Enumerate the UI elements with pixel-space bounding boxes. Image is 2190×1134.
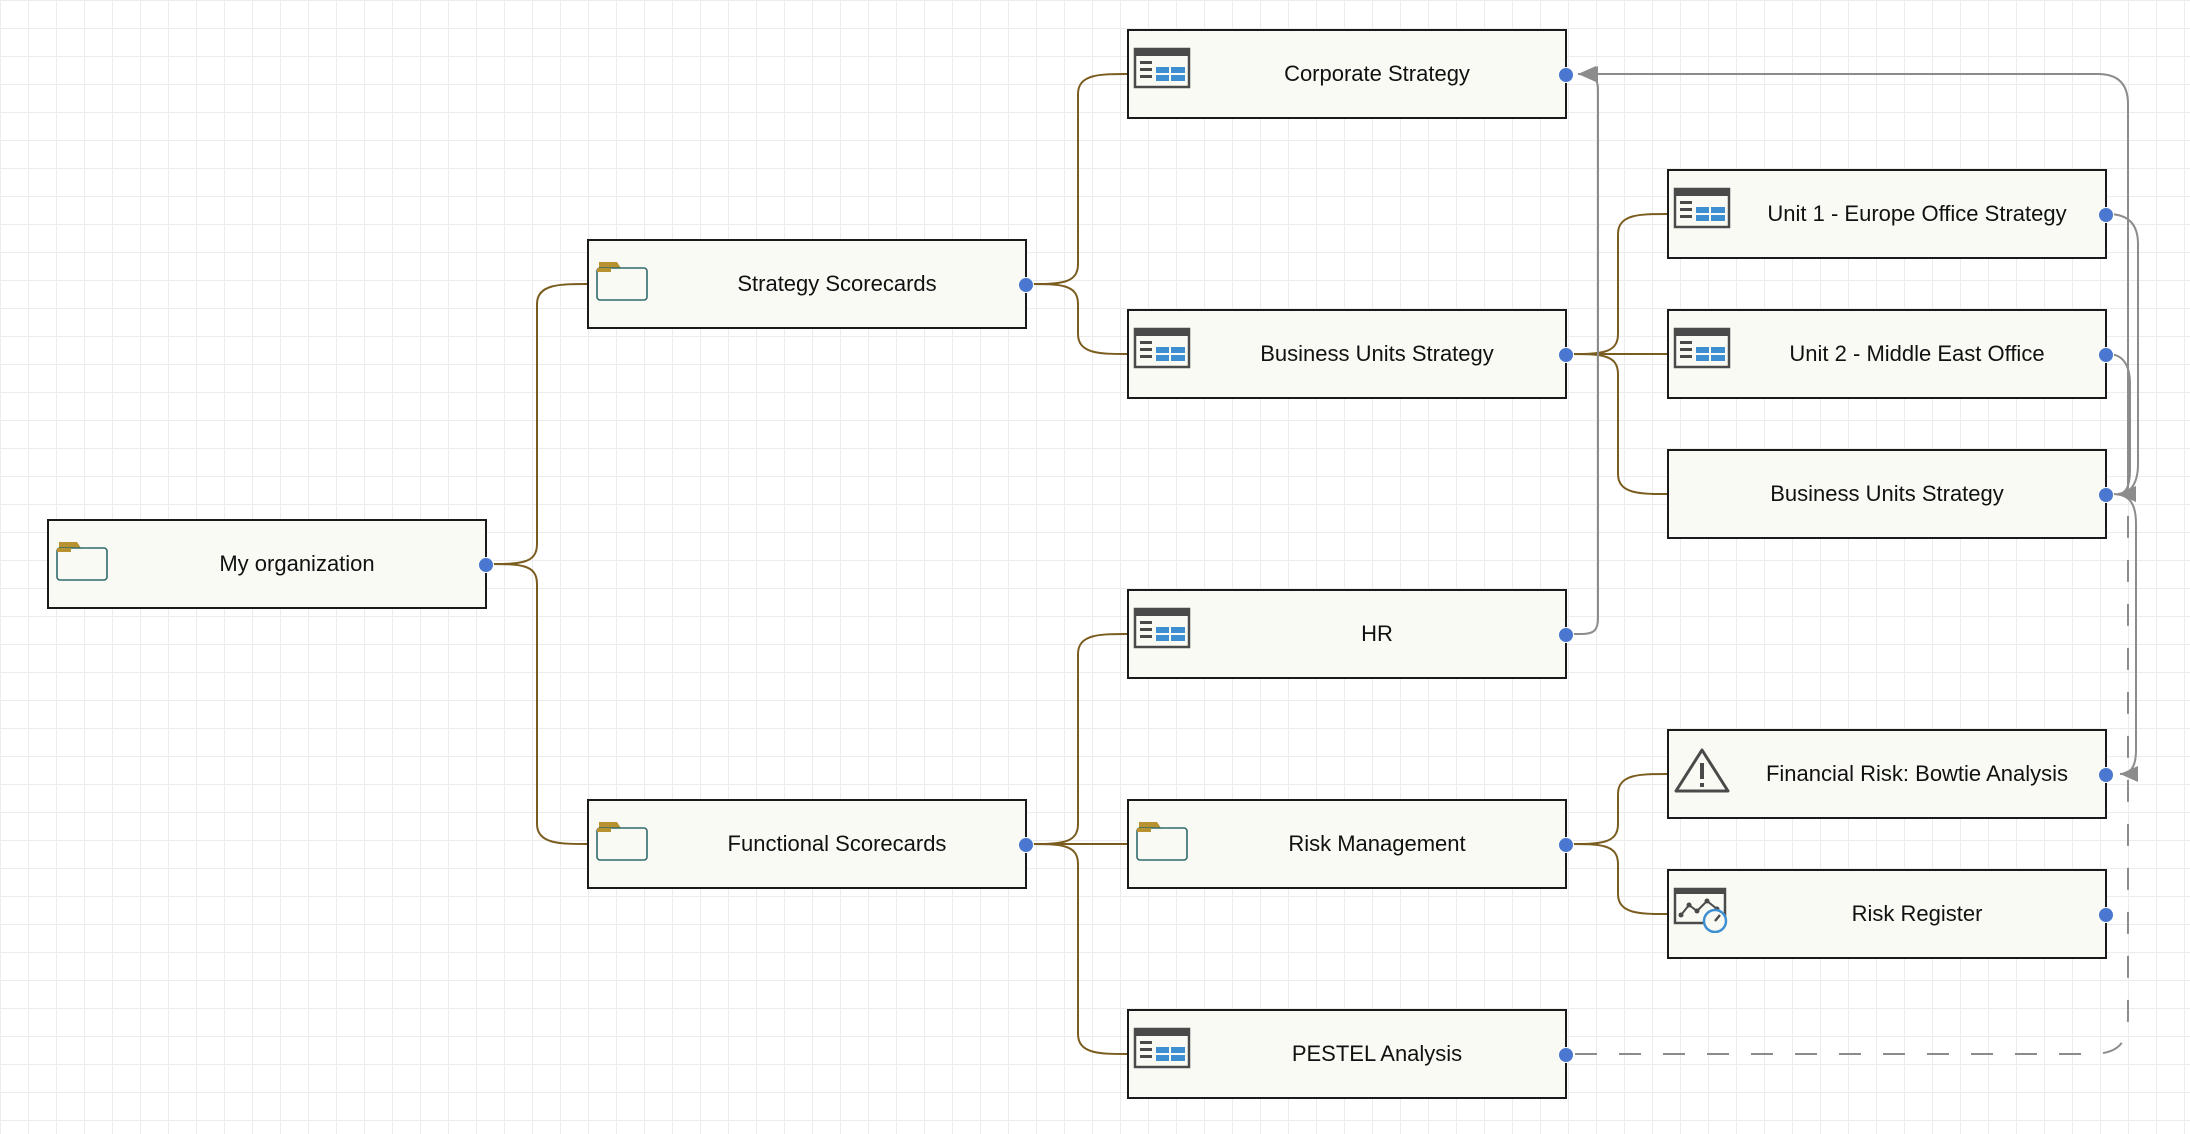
node-label: Business Units Strategy xyxy=(1260,341,1494,366)
scorecard-icon xyxy=(1673,327,1731,373)
folder-icon xyxy=(53,537,111,583)
connection-port[interactable] xyxy=(1019,278,1033,292)
folder-icon xyxy=(593,257,651,303)
node-label: Risk Management xyxy=(1288,831,1466,856)
connection-port[interactable] xyxy=(1559,68,1573,82)
node-label: Risk Register xyxy=(1851,901,1983,926)
edge-my-org-to-strategy-scorecards xyxy=(486,283,588,565)
folder-icon xyxy=(1133,817,1191,863)
connection-port[interactable] xyxy=(1559,628,1573,642)
node-functional-scorecards[interactable]: Functional Scorecards xyxy=(587,799,1033,889)
node-corporate-strategy[interactable]: Corporate Strategy xyxy=(1127,29,1573,119)
edge-strategy-scorecards-to-corporate-strategy xyxy=(1027,73,1128,285)
connection-port[interactable] xyxy=(1559,348,1573,362)
connection-port[interactable] xyxy=(2099,908,2113,922)
link-business-units-2-to-corporate-strategy xyxy=(1580,66,2129,495)
link-business-units-2-to-financial-risk xyxy=(2111,493,2139,782)
link-unit2-to-business-units-2 xyxy=(2107,353,2137,502)
link-pestel-to-business-units-2 xyxy=(1575,500,2129,1055)
node-label: Business Units Strategy xyxy=(1770,481,2004,506)
edge-business-units-to-business-units-2 xyxy=(1567,353,1668,495)
edge-risk-management-to-risk-register xyxy=(1567,843,1668,915)
node-label: Unit 1 - Europe Office Strategy xyxy=(1767,201,2067,226)
edge-my-org-to-functional-scorecards xyxy=(486,563,588,845)
node-financial-risk-bowtie[interactable]: Financial Risk: Bowtie Analysis xyxy=(1667,729,2113,819)
connection-port[interactable] xyxy=(1019,838,1033,852)
connection-port[interactable] xyxy=(1559,838,1573,852)
node-business-units-strategy[interactable]: Business Units Strategy xyxy=(1127,309,1573,399)
scorecard-icon xyxy=(1133,607,1191,653)
node-strategy-scorecards[interactable]: Strategy Scorecards xyxy=(587,239,1033,329)
node-business-units-strategy-2[interactable]: Business Units Strategy xyxy=(1667,449,2113,539)
node-risk-management[interactable]: Risk Management xyxy=(1127,799,1573,889)
node-label: Strategy Scorecards xyxy=(737,271,937,296)
node-label: Corporate Strategy xyxy=(1284,61,1470,86)
connection-port[interactable] xyxy=(2099,348,2113,362)
scorecard-icon xyxy=(1133,1027,1191,1073)
risk-chart-icon xyxy=(1673,887,1731,933)
scorecard-icon xyxy=(1133,327,1191,373)
node-pestel-analysis[interactable]: PESTEL Analysis xyxy=(1127,1009,1573,1099)
node-label: Unit 2 - Middle East Office xyxy=(1789,341,2045,366)
edge-functional-scorecards-to-pestel xyxy=(1027,843,1128,1055)
connection-port[interactable] xyxy=(1559,1048,1573,1062)
node-risk-register[interactable]: Risk Register xyxy=(1667,869,2113,959)
node-label: Functional Scorecards xyxy=(727,831,947,856)
node-label: My organization xyxy=(219,551,375,576)
edge-strategy-scorecards-to-business-units-strategy xyxy=(1027,283,1128,355)
edge-risk-management-to-financial-risk xyxy=(1567,773,1668,845)
scorecard-icon xyxy=(1673,187,1731,233)
scorecard-icon xyxy=(1133,47,1191,93)
edge-business-units-to-unit1 xyxy=(1567,213,1668,355)
warning-icon xyxy=(1673,747,1731,793)
node-my-organization[interactable]: My organization xyxy=(47,519,493,609)
node-label: PESTEL Analysis xyxy=(1291,1041,1463,1066)
connection-port[interactable] xyxy=(2099,768,2113,782)
node-label: HR xyxy=(1361,621,1393,646)
folder-icon xyxy=(593,817,651,863)
edge-functional-scorecards-to-hr xyxy=(1027,633,1128,845)
node-hr[interactable]: HR xyxy=(1127,589,1573,679)
node-label: Financial Risk: Bowtie Analysis xyxy=(1765,761,2068,786)
node-unit1-europe-office-strategy[interactable]: Unit 1 - Europe Office Strategy xyxy=(1667,169,2113,259)
connection-port[interactable] xyxy=(2099,488,2113,502)
connection-port[interactable] xyxy=(479,558,493,572)
node-unit2-middle-east-office[interactable]: Unit 2 - Middle East Office xyxy=(1667,309,2113,399)
connection-port[interactable] xyxy=(2099,208,2113,222)
